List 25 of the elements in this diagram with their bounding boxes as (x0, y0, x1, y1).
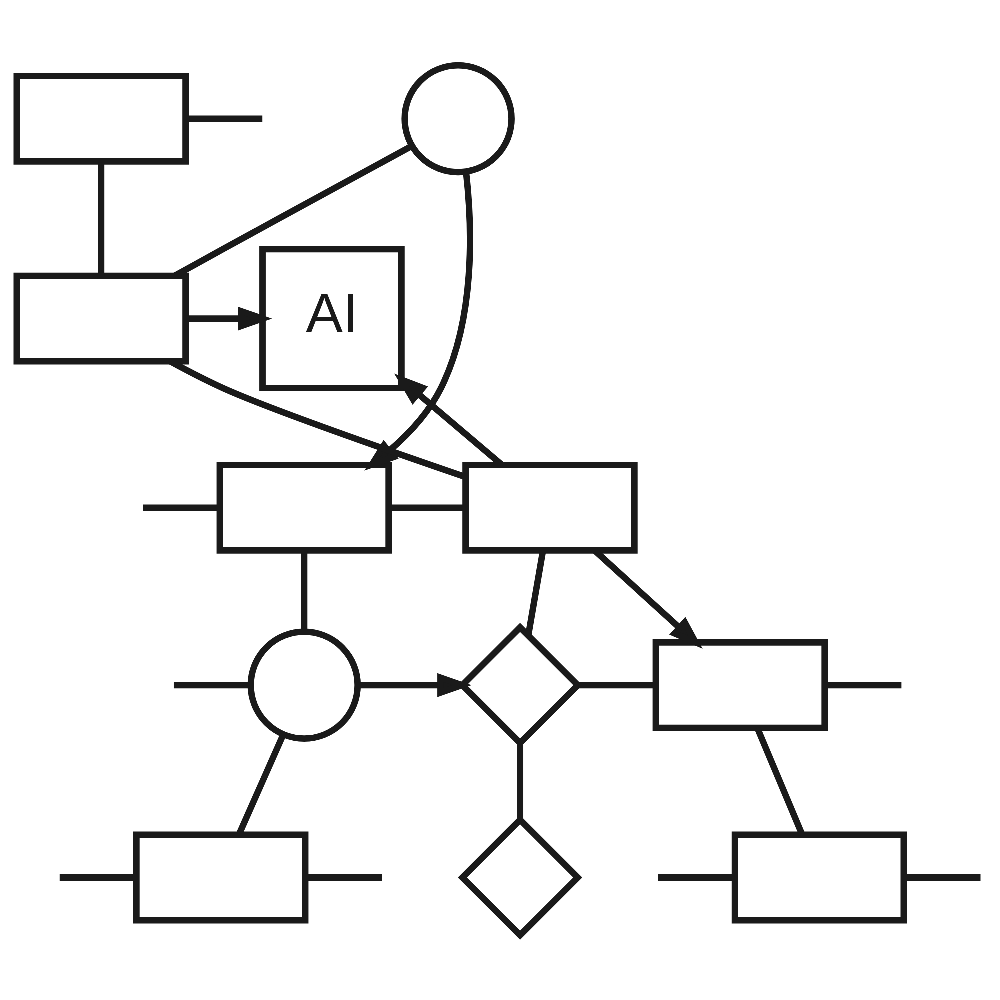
node-box (462, 462, 638, 554)
connector (578, 682, 656, 688)
connector (825, 682, 902, 688)
arrow (186, 306, 272, 330)
connector (174, 682, 250, 688)
connector (517, 743, 524, 820)
connector (904, 874, 981, 880)
arrow (358, 672, 472, 697)
connector (143, 504, 220, 511)
node-box (652, 638, 828, 731)
node-circle (402, 62, 515, 176)
connector (658, 874, 735, 880)
node-box (133, 831, 309, 924)
arrow (364, 172, 474, 470)
connector (98, 162, 105, 276)
connector (306, 874, 382, 880)
connector (186, 115, 263, 122)
node-box (14, 72, 190, 164)
node-box (732, 831, 908, 924)
node-box (14, 272, 190, 364)
connector (301, 550, 308, 631)
node-box: AI (260, 246, 405, 391)
node-box (216, 462, 392, 554)
node-circle (248, 628, 362, 742)
connector (60, 874, 136, 880)
